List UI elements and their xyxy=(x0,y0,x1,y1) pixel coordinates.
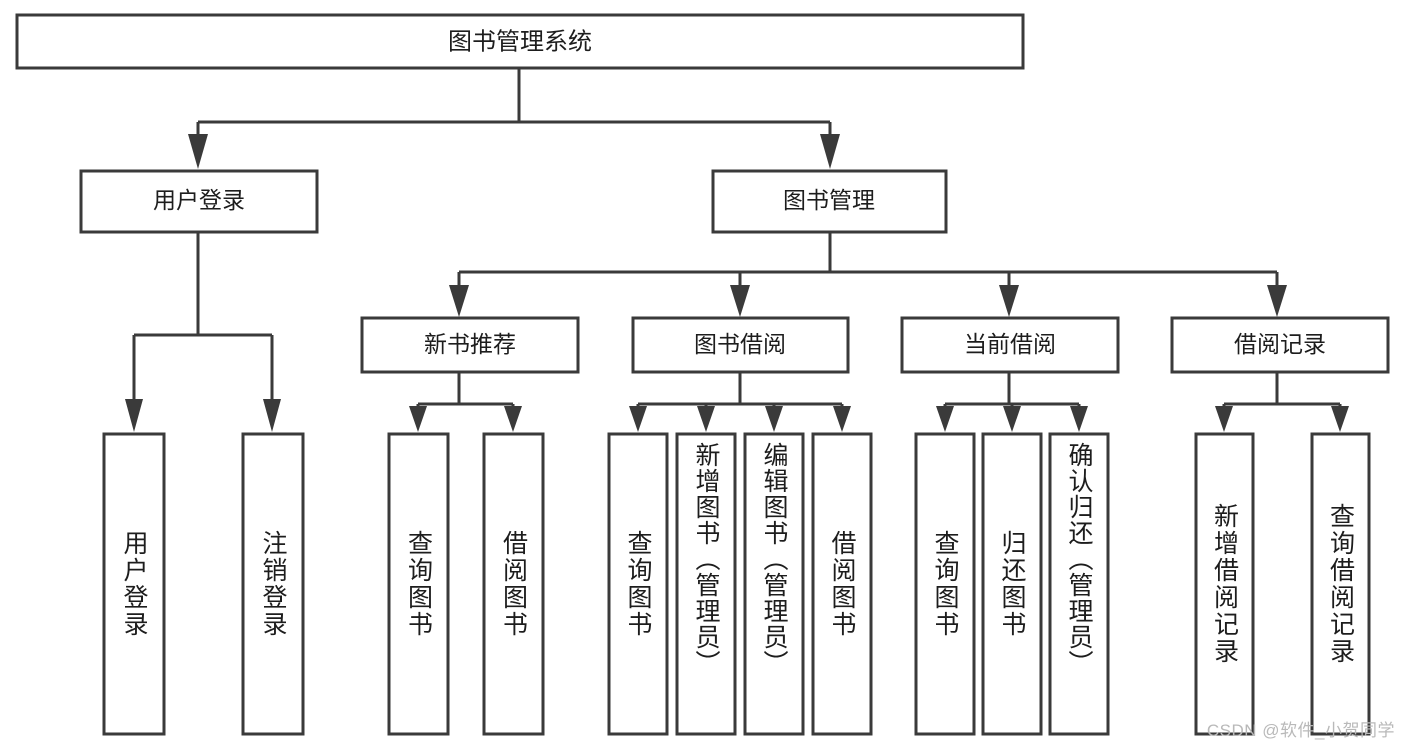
arrow-head-leaf-6 xyxy=(697,406,715,432)
node-root-box[interactable] xyxy=(15,13,1025,70)
node-leaf-1-box[interactable] xyxy=(102,432,166,736)
node-leaf-9[interactable] xyxy=(914,432,976,736)
arrow-head-leaf-2 xyxy=(263,399,281,432)
arrow-head-leaf-3 xyxy=(409,406,427,432)
node-borrow-record[interactable]: 借阅记录 xyxy=(1170,316,1390,374)
node-current-borrow-box[interactable] xyxy=(900,316,1120,374)
node-book-manage-box[interactable] xyxy=(711,169,948,234)
arrow-head-leaf-1 xyxy=(125,399,143,432)
node-leaf-11[interactable] xyxy=(1048,432,1110,736)
node-leaf-6[interactable] xyxy=(675,432,737,736)
node-book-manage-label: 图书管理 xyxy=(783,187,875,213)
node-leaf-12-box[interactable] xyxy=(1194,432,1255,736)
node-book-borrow-label: 图书借阅 xyxy=(694,331,786,357)
node-leaf-2[interactable] xyxy=(241,432,305,736)
node-leaf-2-box[interactable] xyxy=(241,432,305,736)
node-new-book-rec-label: 新书推荐 xyxy=(424,331,516,357)
connector-group-new-book-rec xyxy=(409,372,522,432)
arrow-head-leaf-9 xyxy=(936,406,954,432)
arrow-head-leaf-11 xyxy=(1070,406,1088,432)
node-new-book-rec-box[interactable] xyxy=(360,316,580,374)
node-user-login[interactable]: 用户登录 xyxy=(79,169,319,234)
node-root-label: 图书管理系统 xyxy=(448,28,592,55)
node-leaf-4-box[interactable] xyxy=(482,432,545,736)
node-leaf-7-box[interactable] xyxy=(743,432,805,736)
node-leaf-7[interactable] xyxy=(743,432,805,736)
node-book-manage[interactable]: 图书管理 xyxy=(711,169,948,234)
arrow-head-book-borrow xyxy=(730,285,750,317)
arrow-head-leaf-12 xyxy=(1215,406,1233,432)
node-leaf-8[interactable] xyxy=(811,432,873,736)
node-new-book-rec[interactable]: 新书推荐 xyxy=(360,316,580,374)
connector-group-book-manage xyxy=(449,232,1287,317)
connector-group-root xyxy=(188,68,840,169)
arrow-head-leaf-8 xyxy=(833,406,851,432)
arrow-head-current-borrow xyxy=(999,285,1019,317)
arrow-head-leaf-5 xyxy=(629,406,647,432)
node-leaf-9-box[interactable] xyxy=(914,432,976,736)
arrow-head-borrow-record xyxy=(1267,285,1287,317)
node-current-borrow-label: 当前借阅 xyxy=(964,331,1056,357)
node-leaf-12[interactable] xyxy=(1194,432,1255,736)
node-leaf-3-box[interactable] xyxy=(387,432,450,736)
node-leaf-1[interactable] xyxy=(102,432,166,736)
node-borrow-record-box[interactable] xyxy=(1170,316,1390,374)
connector-group-user-login xyxy=(125,232,281,432)
node-leaf-8-box[interactable] xyxy=(811,432,873,736)
csdn-watermark: CSDN @软件_小贺同学 xyxy=(1206,721,1395,740)
connector-group-current-borrow xyxy=(936,372,1088,432)
node-leaf-5-box[interactable] xyxy=(607,432,669,736)
arrow-head-leaf-10 xyxy=(1003,406,1021,432)
arrow-head-leaf-7 xyxy=(765,406,783,432)
node-leaf-11-box[interactable] xyxy=(1048,432,1110,736)
node-book-borrow-box[interactable] xyxy=(631,316,850,374)
connector-group-book-borrow xyxy=(629,372,851,432)
node-leaf-10-box[interactable] xyxy=(981,432,1043,736)
arrow-head-new-book-rec xyxy=(449,285,469,317)
node-root[interactable]: 图书管理系统 xyxy=(15,13,1025,70)
node-leaf-10[interactable] xyxy=(981,432,1043,736)
node-user-login-label: 用户登录 xyxy=(153,187,245,213)
node-leaf-13[interactable] xyxy=(1310,432,1371,736)
connector-group-borrow-record xyxy=(1215,372,1349,432)
node-book-borrow[interactable]: 图书借阅 xyxy=(631,316,850,374)
node-leaf-6-box[interactable] xyxy=(675,432,737,736)
arrow-head-user-login xyxy=(188,134,208,169)
node-leaf-13-box[interactable] xyxy=(1310,432,1371,736)
node-user-login-box[interactable] xyxy=(79,169,319,234)
arrow-head-leaf-13 xyxy=(1331,406,1349,432)
node-leaf-4[interactable] xyxy=(482,432,545,736)
arrow-head-book-manage xyxy=(820,134,840,169)
node-borrow-record-label: 借阅记录 xyxy=(1234,331,1326,357)
node-leaf-5[interactable] xyxy=(607,432,669,736)
node-leaf-3[interactable] xyxy=(387,432,450,736)
arrow-head-leaf-4 xyxy=(504,406,522,432)
node-current-borrow[interactable]: 当前借阅 xyxy=(900,316,1120,374)
